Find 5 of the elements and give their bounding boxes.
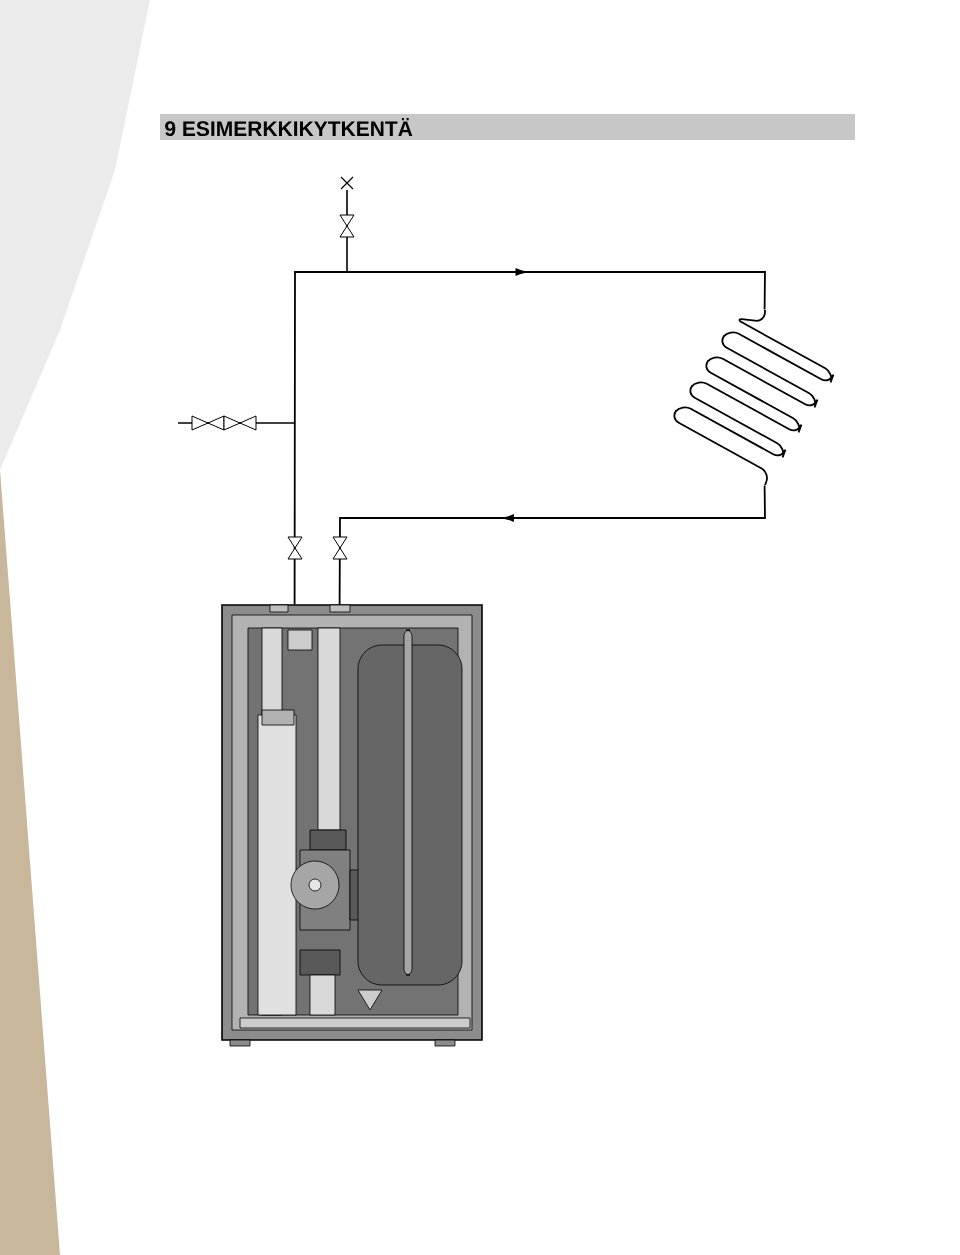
floor-heating-coil-drawing	[673, 309, 835, 486]
boiler-unit-drawing	[221, 604, 483, 1047]
pipe-arrow	[293, 268, 766, 606]
pipe-arrow	[338, 484, 766, 606]
title-bar: 9 ESIMERKKIKYTKENTÄ	[160, 114, 855, 140]
